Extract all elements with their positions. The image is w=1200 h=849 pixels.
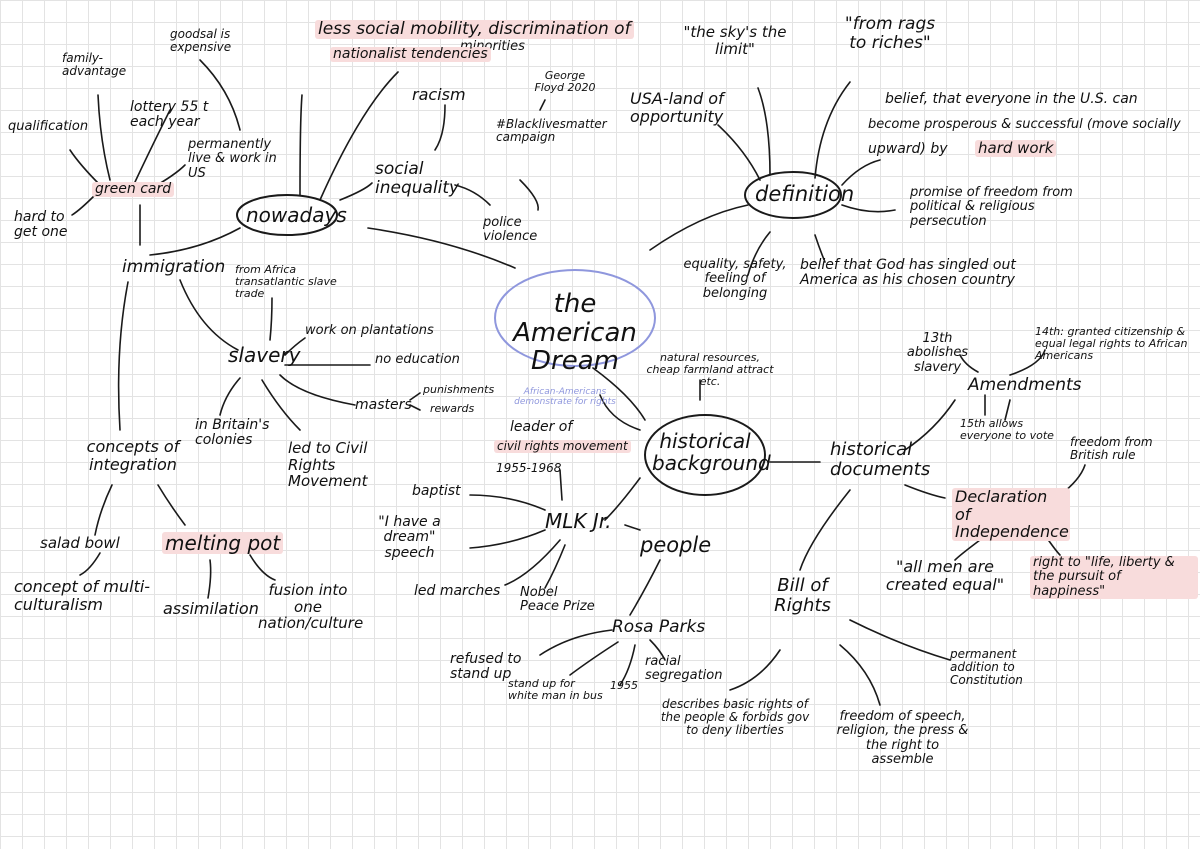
thirteenth-amendment-label: 13th abolishes slavery xyxy=(906,331,969,375)
racial-segregation-label: racial segregation xyxy=(645,654,723,684)
amendments-node: Amendments xyxy=(968,375,1082,395)
less-mobility-label: less social mobility, discrimination of xyxy=(315,20,634,39)
right-to-label: right to "life, liberty & the pursuit of… xyxy=(1030,555,1198,599)
bill-of-rights-node: Bill of Rights xyxy=(774,575,831,616)
green-card-label: green card xyxy=(92,181,175,198)
central-node-outline xyxy=(494,269,656,367)
sky-limit-label: "the sky's the limit" xyxy=(683,23,787,58)
nowadays-node-outline xyxy=(236,194,338,236)
permanent-addition-label: permanent addition to Constitution xyxy=(950,647,1023,688)
assimilation-label: assimilation xyxy=(163,599,259,618)
nowadays-node: nowadays xyxy=(246,203,347,227)
masters-label: masters xyxy=(355,397,412,413)
stand-up-for-label: stand up for white man in bus xyxy=(508,677,603,703)
multiculturalism-label: concept of multi-culturalism xyxy=(14,577,151,614)
people-node: people xyxy=(640,533,712,557)
george-floyd-label: George Floyd 2020 xyxy=(534,69,596,95)
all-men-label: "all men are created equal" xyxy=(885,557,1005,594)
hub-outlines xyxy=(236,171,842,496)
definition-node: definition xyxy=(755,182,855,206)
years-label: 1955-1968 xyxy=(496,461,562,475)
fusion-label: fusion into one nation/culture xyxy=(258,581,364,632)
historical-background-node-outline xyxy=(644,414,766,496)
racism-label: racism xyxy=(412,85,466,104)
work-plantations-label: work on plantations xyxy=(305,323,434,338)
immigration-node: immigration xyxy=(122,257,226,277)
definition-node-outline xyxy=(744,171,842,219)
rewards-label: rewards xyxy=(430,402,475,415)
concepts-integration-label: concepts of integration xyxy=(86,437,180,474)
hard-work-label: hard work xyxy=(975,140,1057,157)
slavery-node: slavery xyxy=(228,343,301,367)
social-inequality-label: social inequality xyxy=(375,159,460,198)
belief-god-label: belief that God has singled out America … xyxy=(800,257,1016,289)
blm-label: #Blacklivesmatter campaign xyxy=(496,117,607,145)
central-node: the American Dream xyxy=(513,289,637,377)
equality-label: equality, safety, feeling of belonging xyxy=(683,257,787,301)
baptist-label: baptist xyxy=(412,483,461,499)
led-marches-label: led marches xyxy=(414,583,501,599)
freedom-speech-label: freedom of speech, religion, the press &… xyxy=(836,709,969,767)
declaration-node: Declaration of Independence xyxy=(952,488,1070,541)
natural-resources-label: natural resources, cheap farmland attrac… xyxy=(646,351,774,389)
british-colonies-label: in Britain's colonies xyxy=(195,417,270,449)
from-africa-label: from Africa transatlantic slave trade xyxy=(235,263,337,301)
qualification-label: qualification xyxy=(8,119,89,134)
describes-rights-label: describes basic rights of the people & f… xyxy=(660,697,810,738)
no-education-label: no education xyxy=(375,352,460,367)
police-violence-label: police violence xyxy=(483,215,538,245)
civil-rights-led-label: led to Civil Rights Movement xyxy=(288,439,368,490)
permanently-live-label: permanently live & work in US xyxy=(188,137,277,181)
fourteenth-amendment-label: 14th: granted citizenship & equal legal … xyxy=(1035,325,1188,363)
african-americans-note: African-Americans demonstrate for rights xyxy=(514,387,616,407)
punishments-label: punishments xyxy=(423,383,495,396)
historical-documents-node: historical documents xyxy=(830,439,931,480)
usa-land-label: USA-land of opportunity xyxy=(630,89,724,126)
freedom-british-label: freedom from British rule xyxy=(1070,435,1153,463)
promise-freedom-label: promise of freedom from political & reli… xyxy=(910,185,1073,229)
mlk-node: MLK Jr. xyxy=(545,509,612,533)
rosa-parks-node: Rosa Parks xyxy=(612,617,706,637)
family-advantage-label: family-advantage xyxy=(62,51,127,79)
dream-speech-label: "I have a dream" speech xyxy=(378,514,441,561)
goodsal-label: goodsal is expensive xyxy=(170,27,232,55)
refused-label: refused to stand up xyxy=(450,651,522,683)
belief-everyone-label: belief, that everyone in the U.S. can xyxy=(885,91,1138,107)
melting-pot-label: melting pot xyxy=(162,532,284,554)
lottery-label: lottery 55 t each year xyxy=(130,99,209,131)
hard-to-get-label: hard to get one xyxy=(14,209,68,241)
upward-by-label: upward) by xyxy=(868,141,948,157)
fifteenth-amendment-label: 15th allows everyone to vote xyxy=(960,417,1054,443)
civil-rights-movement-label: civil rights movement xyxy=(494,439,631,454)
nobel-label: Nobel Peace Prize xyxy=(520,585,595,615)
historical-background-node: historical background xyxy=(652,429,771,475)
leader-of-label: leader of xyxy=(510,419,573,435)
nationalist-label: nationalist tendencies xyxy=(330,46,491,63)
become-prosperous-label: become prosperous & successful (move soc… xyxy=(868,117,1181,132)
rags-riches-label: "from rags to riches" xyxy=(844,14,936,53)
salad-bowl-label: salad bowl xyxy=(40,534,120,552)
year-1955-label: 1955 xyxy=(610,679,638,692)
